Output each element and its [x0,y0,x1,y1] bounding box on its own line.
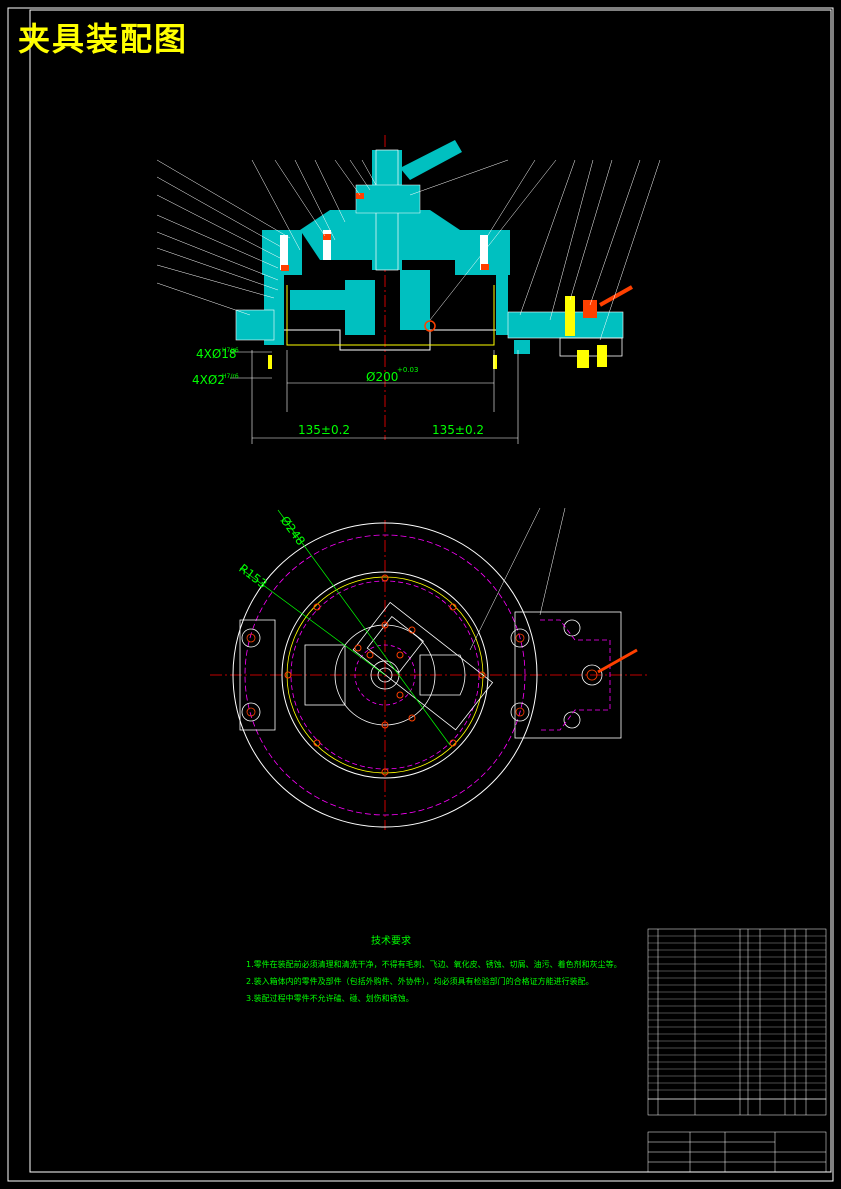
section-view [156,135,661,444]
dim-hole1: 4XØ18 [196,347,237,361]
parts-list-table [647,928,827,1173]
inner-border [29,9,832,1173]
dim-hole2: 4XØ2 [192,373,225,387]
tech-item-2: 2.装入箱体内的零件及部件（包括外购件、外协件），均必须具有检验部门的合格证方能… [246,977,594,986]
outer-border [7,7,834,1182]
dim-bore-tol: +0.03 [397,366,418,374]
tech-heading: 技术要求 [371,936,411,947]
dim-hole2-tol: H7/r6 [222,373,239,380]
drawing-title: 夹具装配图 [18,20,189,58]
plan-view [210,507,650,830]
tech-item-1: 1.零件在装配前必须清理和清洗干净，不得有毛刺、飞边、氧化皮、锈蚀、切屑、油污、… [246,960,622,969]
dim-left-span: 135±0.2 [298,423,350,437]
tech-item-3: 3.装配过程中零件不允许磕、碰、划伤和锈蚀。 [246,994,414,1003]
dim-hole1-tol: H7/r6 [222,347,239,354]
dim-bore: Ø200 [366,370,398,384]
dim-radius: R153 [236,561,269,591]
technical-requirements: 技术要求 1.零件在装配前必须清理和清洗干净，不得有毛刺、飞边、氧化皮、锈蚀、切… [246,932,626,1010]
dim-diameter: Ø248 [278,514,308,548]
dim-right-span: 135±0.2 [432,423,484,437]
